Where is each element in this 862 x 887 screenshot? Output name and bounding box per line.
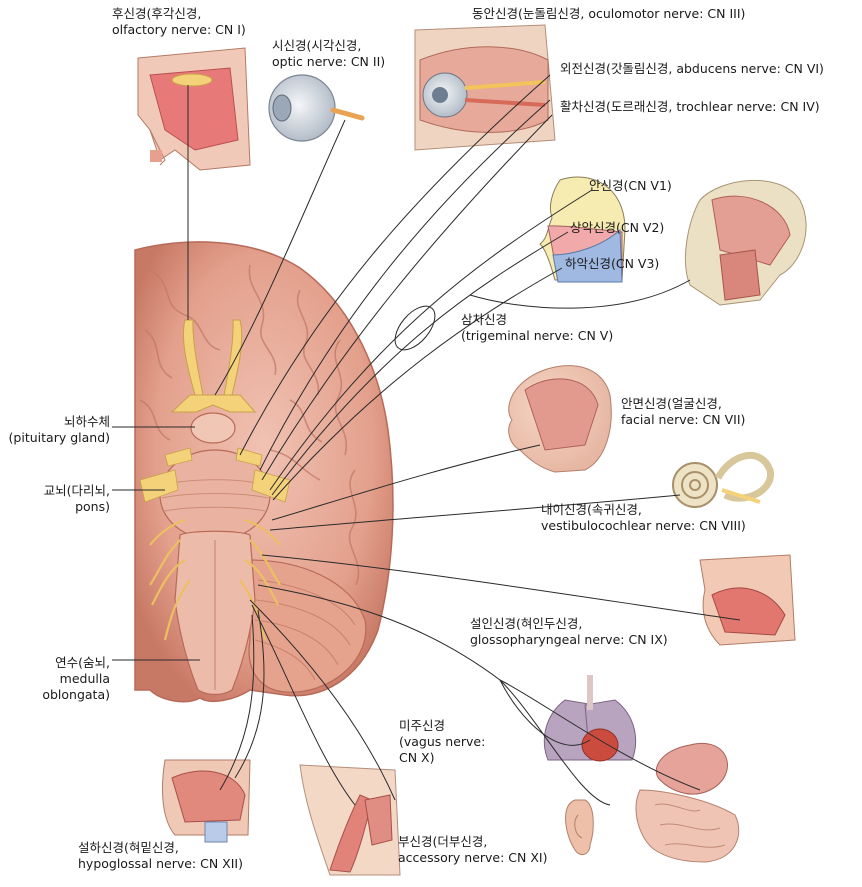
label-trigeminal: 삼차신경 (trigeminal nerve: CN V) — [461, 312, 614, 343]
digestive-illustration — [635, 742, 740, 863]
oral-cavity-illustration — [699, 554, 796, 646]
ear-illustration — [565, 799, 594, 856]
label-accessory: 부신경(더부신경, accessory nerve: CN XI) — [398, 834, 548, 865]
leader-lines — [112, 74, 741, 806]
label-vagus: 미주신경 (vagus nerve: CN X) — [399, 718, 486, 765]
skull-illustration — [684, 180, 807, 306]
eyeball-illustration — [268, 74, 365, 142]
label-facial: 안면신경(얼굴신경, facial nerve: CN VII) — [621, 396, 746, 427]
label-v3: 하악신경(CN V3) — [565, 256, 660, 271]
label-glossopharyngeal: 설인신경(혀인두신경, glossopharyngeal nerve: CN I… — [470, 616, 668, 647]
label-medulla: 연수(숨뇌, medulla oblongata) — [42, 655, 110, 702]
label-pons: 교뇌(다리뇌, pons) — [43, 483, 110, 514]
label-vestibulocochlear: 내이신경(속귀신경, vestibulocochlear nerve: CN V… — [541, 502, 746, 533]
lungs-heart-illustration — [543, 675, 637, 762]
label-v1: 안신경(CN V1) — [589, 178, 672, 193]
label-optic: 시신경(시각신경, optic nerve: CN II) — [272, 38, 386, 69]
nasal-cavity-illustration — [137, 47, 251, 171]
label-hypoglossal: 설하신경(혀밑신경, hypoglossal nerve: CN XII) — [78, 840, 243, 871]
label-v2: 상악신경(CN V2) — [570, 220, 665, 235]
tongue-illustration — [161, 759, 251, 843]
neck-muscles-illustration — [299, 764, 401, 876]
facial-muscles-illustration — [508, 365, 612, 473]
face-trigeminal-zones — [539, 176, 626, 283]
label-trochlear: 활차신경(도르래신경, trochlear nerve: CN IV) — [560, 99, 820, 114]
label-abducens: 외전신경(갓돌림신경, abducens nerve: CN VI) — [560, 61, 824, 76]
label-oculomotor: 동안신경(눈돌림신경, oculomotor nerve: CN III) — [472, 6, 746, 21]
label-pituitary: 뇌하수체 (pituitary gland) — [8, 414, 110, 445]
orbit-illustration — [414, 24, 556, 151]
brain-inferior-view — [134, 241, 394, 703]
inner-ear-illustration — [672, 451, 774, 508]
label-olfactory: 후신경(후각신경, olfactory nerve: CN I) — [112, 6, 246, 37]
